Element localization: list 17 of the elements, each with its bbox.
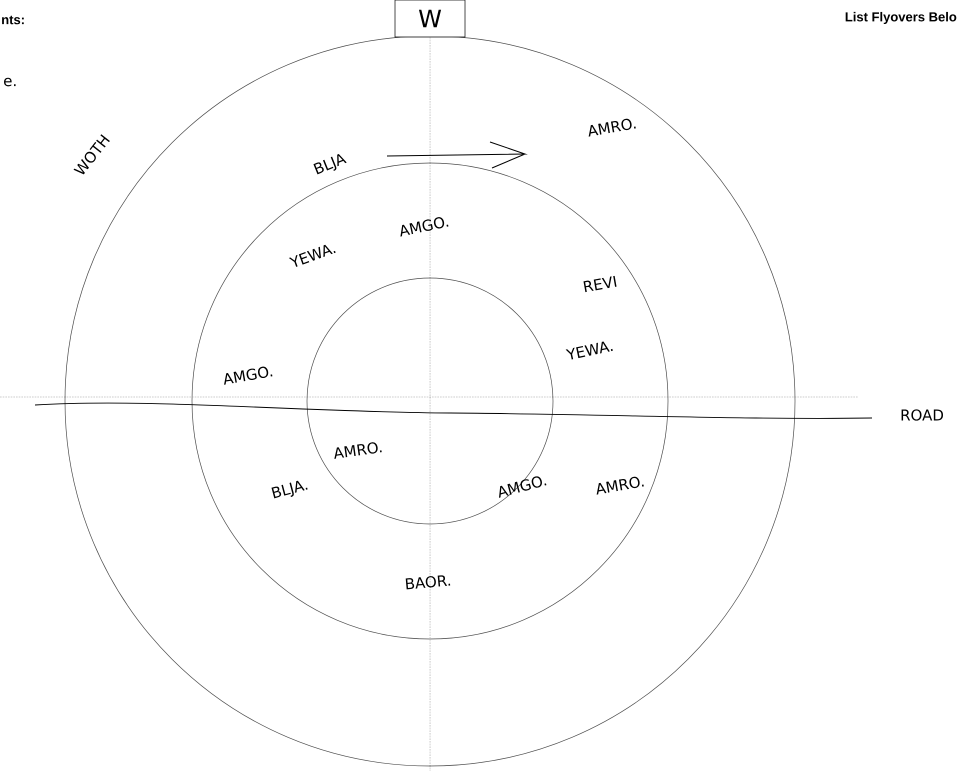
header-text: List Flyovers Belo xyxy=(846,12,956,24)
handwritten-label: REVI xyxy=(584,276,617,292)
handwritten-label: AMRO. xyxy=(334,442,382,459)
handwritten-label: BLJA. xyxy=(272,480,308,498)
handwritten-label: BAOR. xyxy=(406,575,450,590)
handwritten-label: e. xyxy=(4,78,16,86)
handwritten-label: AMGO. xyxy=(400,217,448,237)
handwritten-label: YEWA. xyxy=(566,342,613,360)
handwritten-label: AMGO. xyxy=(499,476,546,498)
letter-box: W xyxy=(394,0,466,38)
handwritten-label: AMGO. xyxy=(224,366,272,385)
handwritten-label: AMRO. xyxy=(596,476,644,495)
handwritten-label: BLJA xyxy=(313,154,347,174)
handwritten-label: YEWA. xyxy=(288,244,336,267)
handwritten-label: ROAD xyxy=(902,409,944,421)
header-text: nts: xyxy=(2,16,24,24)
handwritten-label: AMRO. xyxy=(588,118,636,137)
